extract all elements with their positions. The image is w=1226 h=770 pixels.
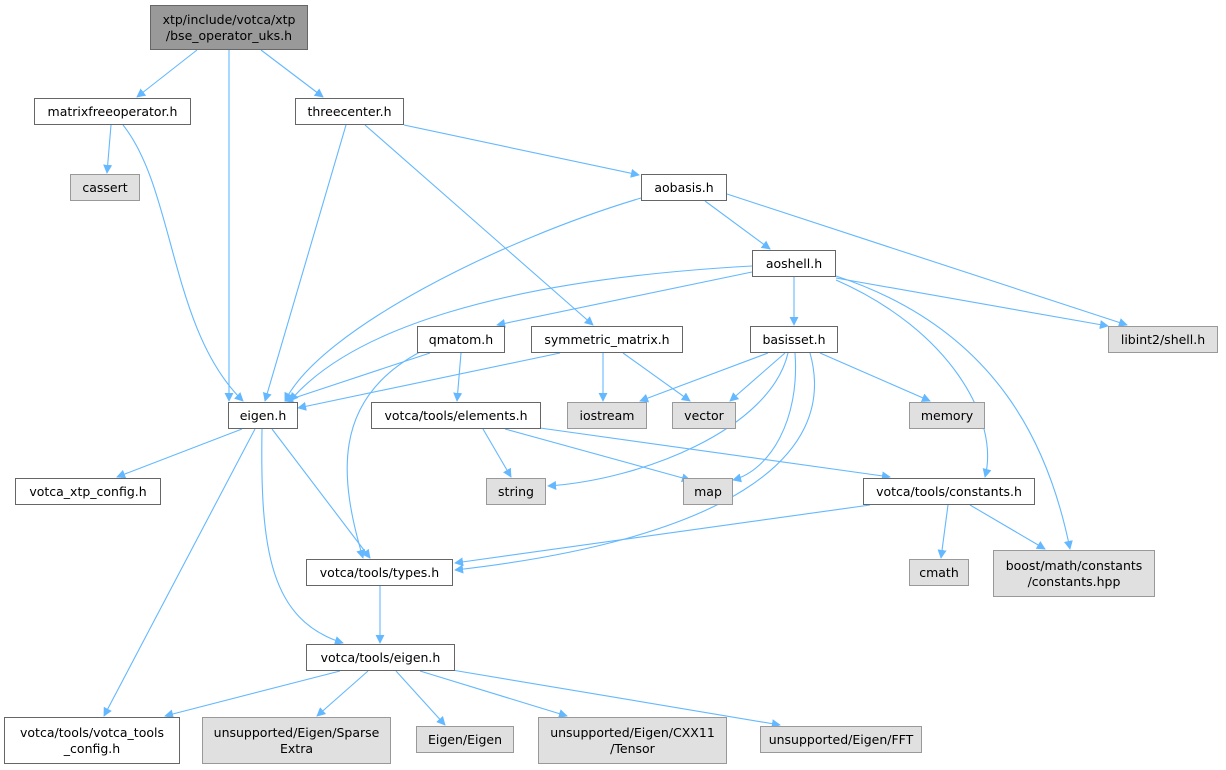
edge-aobasis-aoshell: [704, 200, 771, 250]
edge-aoshell-qmatom: [496, 271, 753, 328]
node-tools-types[interactable]: votca/tools/types.h: [306, 559, 453, 586]
edge-aobasis-eigen: [284, 197, 642, 402]
node-symmetric-matrix[interactable]: symmetric_matrix.h: [531, 326, 683, 353]
edge-matrixfree-eigen: [122, 124, 244, 402]
node-threecenter[interactable]: threecenter.h: [295, 98, 404, 125]
edge-toolseigen-toolsconfig: [164, 670, 341, 719]
node-eigen-fft: unsupported/Eigen/FFT: [760, 726, 922, 753]
edge-toolseigen-fft: [451, 669, 781, 729]
edge-root-matrixfree: [136, 49, 198, 98]
edge-symmetric-vector: [622, 352, 691, 402]
edge-basisset-map: [732, 352, 797, 483]
edge-eigen-toolseigen: [261, 428, 344, 645]
edge-eigen-toolsconfig: [103, 428, 256, 717]
edge-toolseigen-tensor: [419, 670, 568, 718]
edge-basisset-string: [547, 352, 789, 490]
node-string: string: [486, 478, 546, 505]
edge-matrixfree-cassert: [103, 124, 113, 174]
edge-elements-constants: [539, 427, 891, 481]
node-eigen-eigen: Eigen/Eigen: [416, 726, 514, 753]
node-matrixfreeoperator[interactable]: matrixfreeoperator.h: [34, 98, 191, 125]
edge-toolseigen-eigeneigen: [395, 670, 446, 726]
edge-aoshell-boost: [835, 275, 1073, 550]
node-basisset[interactable]: basisset.h: [750, 326, 838, 353]
edge-aoshell-eigen: [289, 265, 753, 402]
edge-aoshell-constants: [835, 279, 992, 478]
edge-aobasis-libint2: [726, 193, 1128, 327]
edge-aoshell-libint2: [835, 277, 1109, 330]
node-votca-tools-config[interactable]: votca/tools/votca_tools _config.h: [4, 717, 180, 764]
node-iostream: iostream: [567, 402, 647, 429]
edge-symmetric-eigen: [297, 352, 561, 411]
edge-toolseigen-sparse: [316, 670, 369, 717]
edge-qmatom-types: [346, 351, 421, 559]
node-root-bse-operator-uks: xtp/include/votca/xtp /bse_operator_uks.…: [150, 5, 308, 50]
node-cassert: cassert: [70, 174, 140, 201]
edge-threecenter-aobasis: [403, 124, 640, 178]
edge-elements-string: [482, 428, 512, 478]
node-eigen-cxx11-tensor: unsupported/Eigen/CXX11 /Tensor: [538, 717, 727, 764]
node-aobasis[interactable]: aobasis.h: [641, 174, 727, 201]
node-map: map: [683, 478, 733, 505]
edge-basisset-memory: [819, 352, 931, 402]
edge-constants-boost: [969, 504, 1046, 550]
edge-constants-cmath: [937, 504, 949, 559]
node-memory: memory: [909, 402, 985, 429]
node-votca-xtp-config[interactable]: votca_xtp_config.h: [15, 478, 161, 505]
node-eigen[interactable]: eigen.h: [228, 402, 298, 429]
edge-elements-map: [504, 428, 691, 483]
node-eigen-sparse-extra: unsupported/Eigen/Sparse Extra: [202, 717, 391, 764]
node-libint2-shell: libint2/shell.h: [1108, 326, 1218, 353]
edge-qmatom-eigen: [284, 352, 431, 403]
edge-root-threecenter: [260, 49, 324, 98]
edge-basisset-types: [454, 352, 815, 574]
edge-qmatom-elements: [453, 352, 463, 402]
edge-threecenter-symmetric: [364, 124, 594, 326]
edge-eigen-types: [271, 428, 371, 559]
node-boost-constants: boost/math/constants /constants.hpp: [993, 550, 1155, 597]
edge-basisset-iostream: [639, 352, 769, 403]
edge-threecenter-eigen: [262, 124, 347, 402]
node-aoshell[interactable]: aoshell.h: [752, 250, 836, 277]
edge-constants-types: [454, 504, 871, 567]
node-vector: vector: [672, 402, 736, 429]
node-tools-constants[interactable]: votca/tools/constants.h: [863, 478, 1035, 505]
node-tools-eigen[interactable]: votca/tools/eigen.h: [306, 644, 455, 671]
edge-eigen-xtpconfig: [116, 428, 243, 479]
node-tools-elements[interactable]: votca/tools/elements.h: [371, 402, 541, 429]
node-cmath: cmath: [909, 559, 969, 586]
edge-basisset-vector: [729, 352, 786, 402]
node-qmatom[interactable]: qmatom.h: [417, 326, 505, 353]
